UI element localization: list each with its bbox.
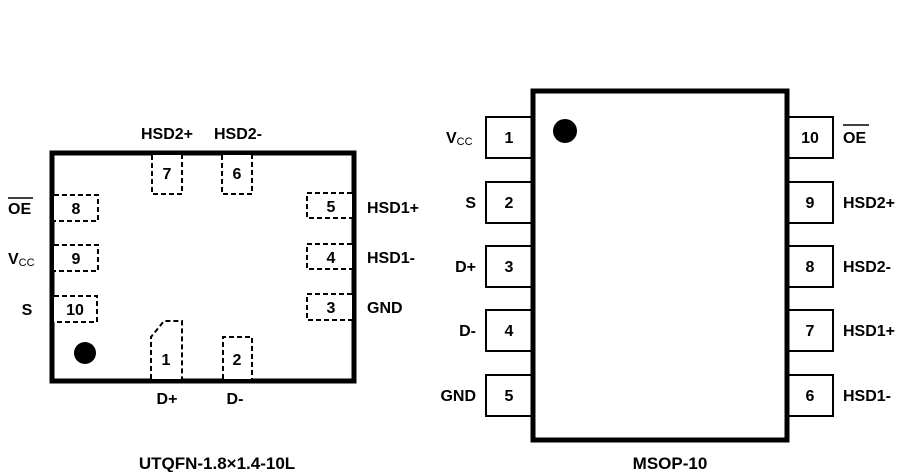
pin-name: GND [440,388,476,405]
pin-number: 6 [806,388,815,405]
utqfn-body [49,150,357,384]
pin-name-subscript: CC [457,136,473,148]
msop-pin-5: 5 GND [440,374,533,417]
pin-number: 5 [327,199,336,216]
pin-name: HSD2- [214,126,262,143]
msop-pin-6: 6 HSD1- [787,374,891,417]
pin-number: 5 [505,388,514,405]
pin-name: D+ [455,259,476,276]
pin-number: 8 [72,201,81,218]
pin-name-main: V [446,130,457,147]
pin-name: S [465,195,476,212]
pin-name: D- [459,323,476,340]
pin-name: HSD2+ [141,126,193,143]
pin-number: 1 [505,130,514,147]
pin-name: OE [8,201,31,218]
pin-number: 2 [233,352,242,369]
pin-name: HSD1+ [367,200,419,217]
pin-pad [787,309,834,352]
msop-package-title: MSOP-10 [633,454,708,472]
pin-number: 7 [806,323,815,340]
msop-body [530,88,790,443]
pin-number: 4 [327,250,336,267]
pin-pad [306,293,352,321]
utqfn-pin-4: 4 HSD1- [306,243,415,270]
pin-pad [787,181,834,224]
pin-pad [54,244,99,272]
utqfn-pin-5: 5 HSD1+ [306,192,419,219]
pin-pad [485,245,533,288]
msop-pin-9: 9 HSD2+ [787,181,895,224]
pin-name: D- [227,391,244,408]
pin-name: D+ [157,391,178,408]
pin-number: 4 [505,323,514,340]
utqfn-pin-7: 7 HSD2+ [141,126,193,195]
utqfn-pin-6: 6 HSD2- [214,126,262,195]
utqfn-pin-1: 1 D+ [150,320,183,408]
utqfn-pin-9: 9 VCC [8,244,99,272]
msop-pin-1: 1 VCC [446,116,533,159]
msop-package: 1 VCC 2 S 3 D+ 4 D- 5 GND 10 OE [440,88,895,472]
pin-name: HSD2+ [843,195,895,212]
pin-name: S [22,302,33,319]
pin-pad [787,374,834,417]
pin-pad [485,116,533,159]
utqfn-pin-10: 10 S [22,295,98,323]
msop-pin-10: 10 OE [787,116,869,159]
pin-number: 10 [66,302,84,319]
pin-pad [54,295,98,323]
pin-number: 9 [72,251,81,268]
pin-number: 3 [505,259,514,276]
pin-name: HSD1+ [843,323,895,340]
pin-pad [150,320,183,379]
pin-number: 1 [162,352,171,369]
pin1-indicator-dot [74,342,96,364]
pin-number: 2 [505,195,514,212]
pin-name: HSD1- [367,250,415,267]
pin-pad [54,194,99,222]
pin-number: 3 [327,300,336,317]
pin-number: 6 [233,166,242,183]
pin-name: VCC [8,251,35,269]
msop-pin-4: 4 D- [459,309,533,352]
msop-pin-8: 8 HSD2- [787,245,891,288]
pin-name-main: V [8,251,19,268]
pin-pad [151,155,183,195]
utqfn-pin-3: 3 GND [306,293,403,321]
pin-pad [306,243,352,270]
pin-pad [787,116,834,159]
pin-name-subscript: CC [19,257,35,269]
pin-name: OE [843,130,866,147]
pin-name: GND [367,300,403,317]
pin-pad [485,181,533,224]
utqfn-pin-8: 8 OE [8,194,99,222]
pin-name: HSD2- [843,259,891,276]
msop-pin-2: 2 S [465,181,533,224]
utqfn-pin-2: 2 D- [222,336,253,408]
pin-pad [306,192,352,219]
pin-pad [485,309,533,352]
pin1-indicator-dot [553,119,577,143]
msop-pin-7: 7 HSD1+ [787,309,895,352]
pin-number: 10 [801,130,819,147]
pin-name: VCC [446,130,473,148]
pin-number: 9 [806,195,815,212]
utqfn-package: 7 HSD2+ 6 HSD2- 8 OE 9 VCC 10 S 5 [8,126,419,472]
pin-number: 7 [163,166,172,183]
pin-number: 8 [806,259,815,276]
utqfn-package-title: UTQFN-1.8×1.4-10L [139,454,295,472]
pin-name: HSD1- [843,388,891,405]
pin-pad [222,336,253,379]
pin-pad [221,155,253,195]
msop-pin-3: 3 D+ [455,245,533,288]
